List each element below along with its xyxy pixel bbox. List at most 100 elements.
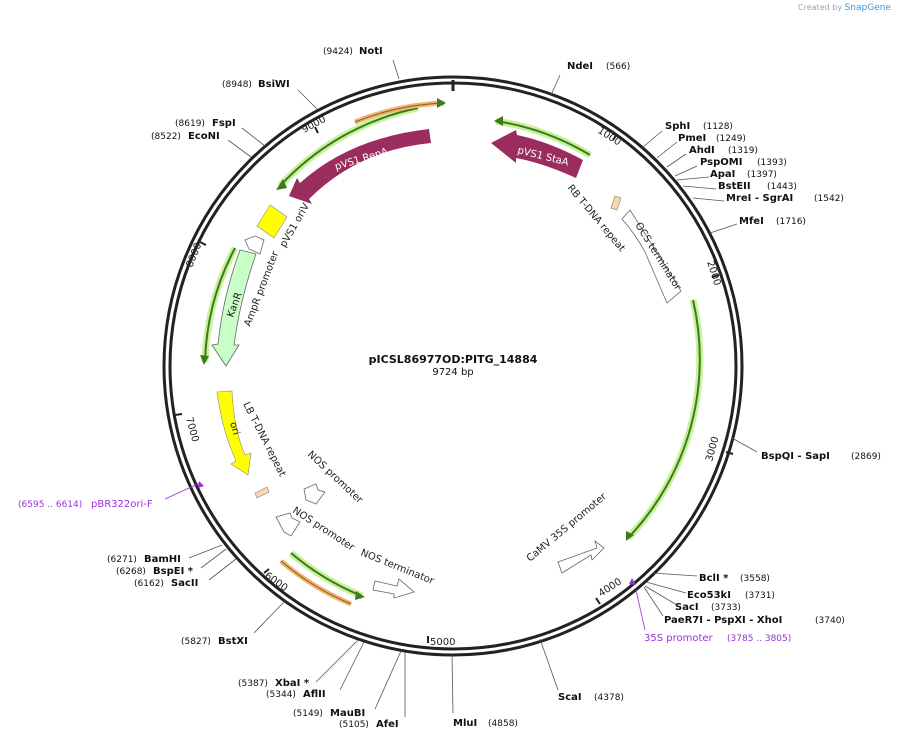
snapgene-brand: SnapGene [844, 3, 891, 13]
site-leaders [188, 59, 758, 717]
site-name: NotI [359, 46, 383, 57]
feature-label: RB T-DNA repeat [565, 183, 627, 254]
site-name: AflII [303, 689, 326, 700]
site-name: Eco53kI [687, 590, 731, 601]
orf-arc [625, 299, 704, 541]
tick-label: 2000 [704, 260, 722, 288]
feature-ori-shape [216, 390, 252, 476]
site-name: MfeI [739, 216, 764, 227]
site-name: PspOMI [700, 157, 742, 168]
site-position: (5344) [266, 690, 296, 700]
tick-label: 7000 [183, 416, 200, 443]
site-position: (1249) [716, 134, 746, 144]
site-name: SacI [675, 602, 699, 613]
site-position: (3731) [745, 591, 775, 601]
feature-nos-promoter-1-shape [303, 483, 326, 505]
feature-pvs1-oriv-shape [256, 204, 288, 239]
site-name: SacII [171, 578, 198, 589]
feature-label: NOS promoter [290, 505, 357, 554]
site-position: (566) [606, 62, 630, 72]
site-name: ApaI [710, 169, 735, 180]
site-name: AhdI [689, 145, 715, 156]
site-name: BstEII [718, 181, 751, 192]
site-name: BclI * [699, 573, 729, 584]
site-name: BamHI [144, 554, 181, 565]
site-position: (6268) [116, 567, 146, 577]
orf-arc [204, 247, 236, 363]
tick-label: 5000 [430, 637, 455, 648]
site-name: PaeR7I - PspXI - XhoI [664, 615, 782, 626]
feature-ocs-terminator-shape [621, 209, 682, 304]
feature-pvs1-repa-shape [289, 129, 431, 204]
feature-kanr-shape [211, 249, 257, 367]
site-name: PmeI [678, 133, 706, 144]
site-position: (1393) [757, 158, 787, 168]
feature-camv-35s-shape [557, 539, 605, 574]
feature-rb-repeat-shape [610, 195, 622, 211]
feature-label: ori [227, 421, 241, 437]
feature-label: NOS terminator [359, 548, 436, 588]
site-position: (4858) [488, 719, 518, 729]
site-name: ScaI [558, 692, 582, 703]
site-name: EcoNI [188, 131, 220, 142]
site-position: (8948) [222, 80, 252, 90]
tick-marks [174, 126, 734, 643]
primer-range: (6595 .. 6614) [18, 500, 82, 510]
site-position: (5387) [238, 679, 268, 689]
primer-range: (3785 .. 3805) [727, 634, 791, 644]
site-name: MauBI [330, 708, 365, 719]
site-position: (4378) [594, 693, 624, 703]
tick-label: 8000 [185, 241, 205, 269]
site-name: MreI - SgrAI [726, 193, 793, 204]
feature-label: pVS1 oriV [278, 201, 312, 249]
features [211, 129, 682, 599]
credit-prefix: Created by [798, 3, 843, 12]
site-name: NdeI [567, 61, 593, 72]
orf-arc [495, 120, 591, 156]
site-position: (9424) [323, 47, 353, 57]
feature-pvs1-staa-shape [491, 130, 583, 178]
snapgene-credit: Created by SnapGene [798, 3, 891, 13]
site-position: (1542) [814, 194, 844, 204]
site-name: XbaI * [275, 678, 310, 689]
site-name: FspI [212, 118, 236, 129]
tick-labels: 1000 2000 3000 4000 5000 6000 7000 8000 … [183, 114, 722, 648]
site-position: (1319) [728, 146, 758, 156]
site-position: (1716) [776, 217, 806, 227]
site-position: (8619) [175, 119, 205, 129]
site-name: BspQI - SapI [761, 451, 830, 462]
feature-lb-repeat-shape [254, 486, 270, 499]
site-position: (1443) [767, 182, 797, 192]
plasmid-length: 9724 bp [432, 367, 473, 378]
site-name: BsiWI [258, 79, 290, 90]
site-position: (1397) [747, 170, 777, 180]
site-position: (3740) [815, 616, 845, 626]
primers: (6595 .. 6614) pBR322ori-F 35S promoter … [18, 481, 791, 644]
site-labels: (9424) NotI NdeI (566) (8948) BsiWI (861… [107, 46, 881, 730]
site-name: BspEI * [153, 566, 194, 577]
primer-name: pBR322ori-F [91, 499, 153, 510]
orf-arc [627, 299, 701, 539]
backbone [162, 75, 744, 657]
site-position: (6162) [134, 579, 164, 589]
site-position: (6271) [107, 555, 137, 565]
orf-arc [279, 107, 419, 187]
site-position: (5827) [181, 637, 211, 647]
feature-pvs1-oriv-arrow [244, 235, 265, 255]
site-name: MluI [453, 718, 477, 729]
site-name: SphI [665, 121, 690, 132]
site-name: AfeI [376, 719, 399, 730]
tick-label: 6000 [262, 570, 289, 594]
orf-arrowheads [200, 98, 634, 600]
feature-nos-terminator-shape [372, 578, 415, 599]
primer-name: 35S promoter [644, 633, 714, 644]
plasmid-name: pICSL86977OD:PITG_14884 [369, 353, 538, 366]
site-position: (3733) [711, 603, 741, 613]
site-position: (5149) [293, 709, 323, 719]
site-position: (3558) [740, 574, 770, 584]
feature-nos-promoter-2-shape [275, 512, 301, 537]
site-position: (8522) [151, 132, 181, 142]
site-name: BstXI [218, 636, 248, 647]
site-position: (1128) [703, 122, 733, 132]
